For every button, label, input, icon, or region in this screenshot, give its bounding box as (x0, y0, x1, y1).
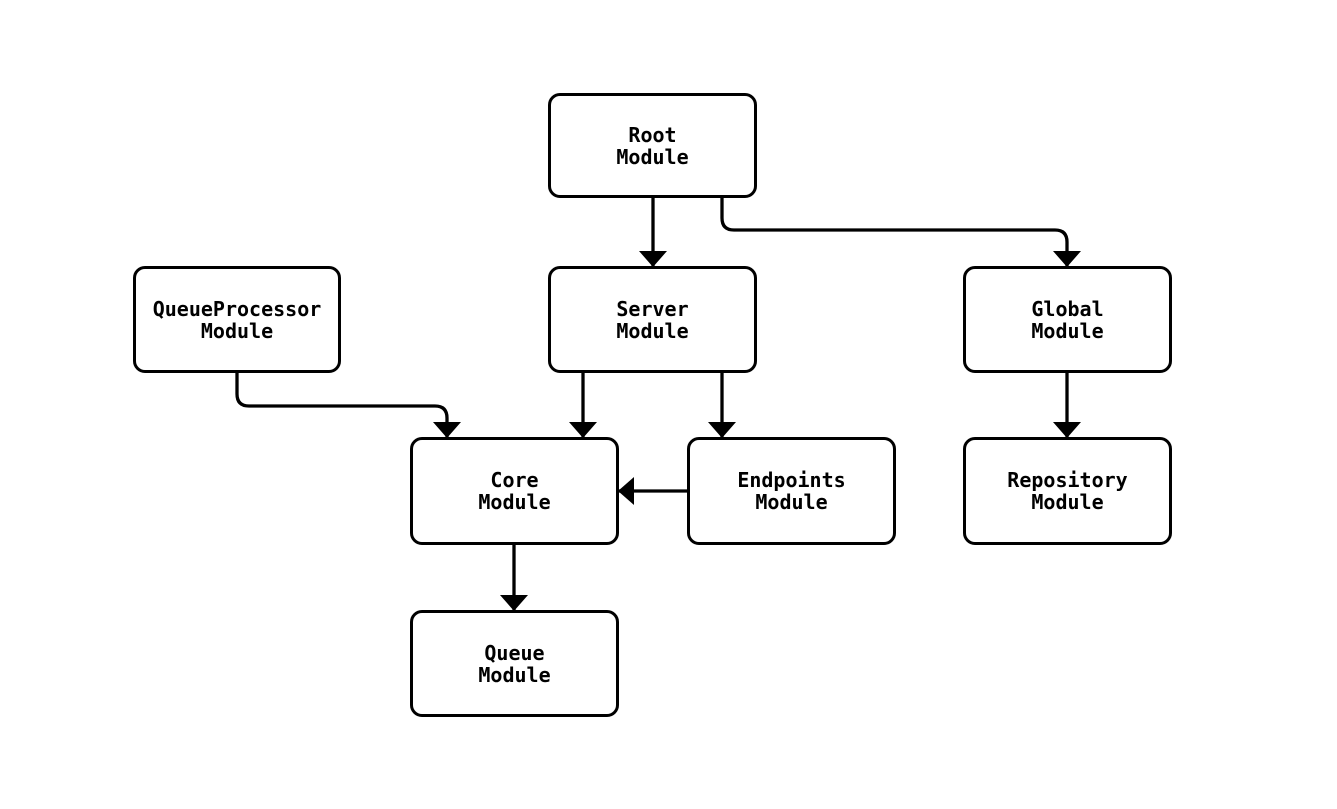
edge-root-module-to-global-module (720, 198, 1081, 267)
node-label-line: Module (616, 144, 689, 169)
edge-queueprocessor-module-to-core-module (235, 373, 461, 438)
node-label-line: Module (1031, 318, 1104, 343)
node-label-line: Queue (484, 640, 545, 665)
node-label-line: Server (616, 296, 689, 321)
node-label-line: Module (616, 318, 689, 343)
node-label-line: Module (1031, 490, 1104, 514)
node-label-line: Module (478, 490, 551, 514)
node-label-line: Module (755, 490, 828, 514)
node-label-line: Root (628, 122, 677, 147)
node-label-line: Global (1031, 296, 1104, 321)
node-label-line: Repository (1007, 468, 1128, 492)
node-label-line: Module (478, 662, 551, 687)
node-label-line: Core (490, 468, 539, 492)
node-label-line: Module (200, 318, 274, 343)
node-label-line: QueueProcessor (152, 296, 322, 321)
node-label-line: Endpoints (737, 468, 846, 492)
